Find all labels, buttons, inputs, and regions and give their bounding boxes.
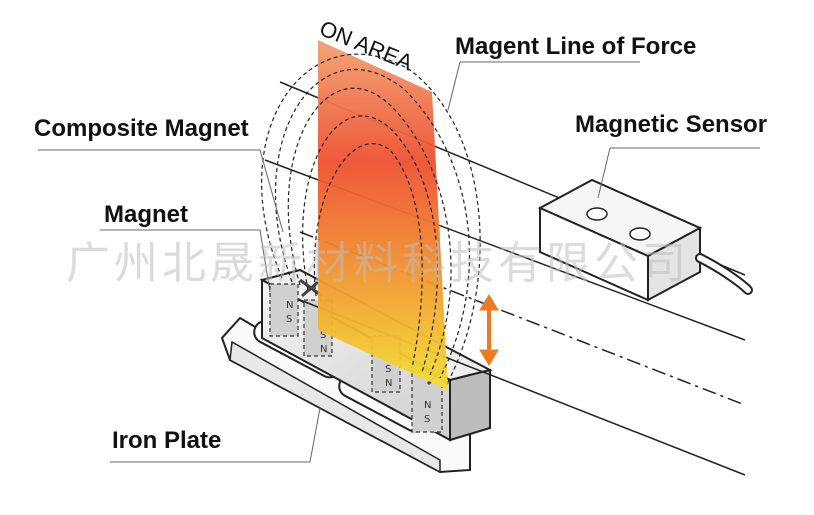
sensor-hole-2 xyxy=(629,227,651,241)
pole-label-n4: N xyxy=(424,400,431,411)
pole-label-s3: S xyxy=(385,364,391,375)
magnetic-field-lines xyxy=(261,53,481,383)
sensor-hole-1 xyxy=(586,207,608,221)
pole-label-s2: S xyxy=(320,330,326,341)
magnetic-sensor xyxy=(537,178,753,302)
pole-label-s4: S xyxy=(424,414,430,425)
watermark: 广州北晟新材料科技有限公司 xyxy=(66,238,690,289)
pole-label-s1: S xyxy=(286,314,292,325)
pole-label-n1: N xyxy=(286,300,293,311)
magnet-segment-1 xyxy=(269,283,299,337)
composite-magnet-label: Composite Magnet xyxy=(34,115,249,142)
line-of-force-label: Magent Line of Force xyxy=(455,33,696,60)
gap-arrow xyxy=(479,294,499,366)
magnet-label: Magnet xyxy=(104,201,188,228)
on-area-field xyxy=(318,40,448,390)
leader-lines xyxy=(38,61,760,463)
iron-plate-label: Iron Plate xyxy=(112,427,221,454)
pole-label-n2: N xyxy=(320,344,327,355)
pole-label-n3: N xyxy=(385,378,392,389)
magnetic-sensor-label: Magnetic Sensor xyxy=(575,111,767,138)
